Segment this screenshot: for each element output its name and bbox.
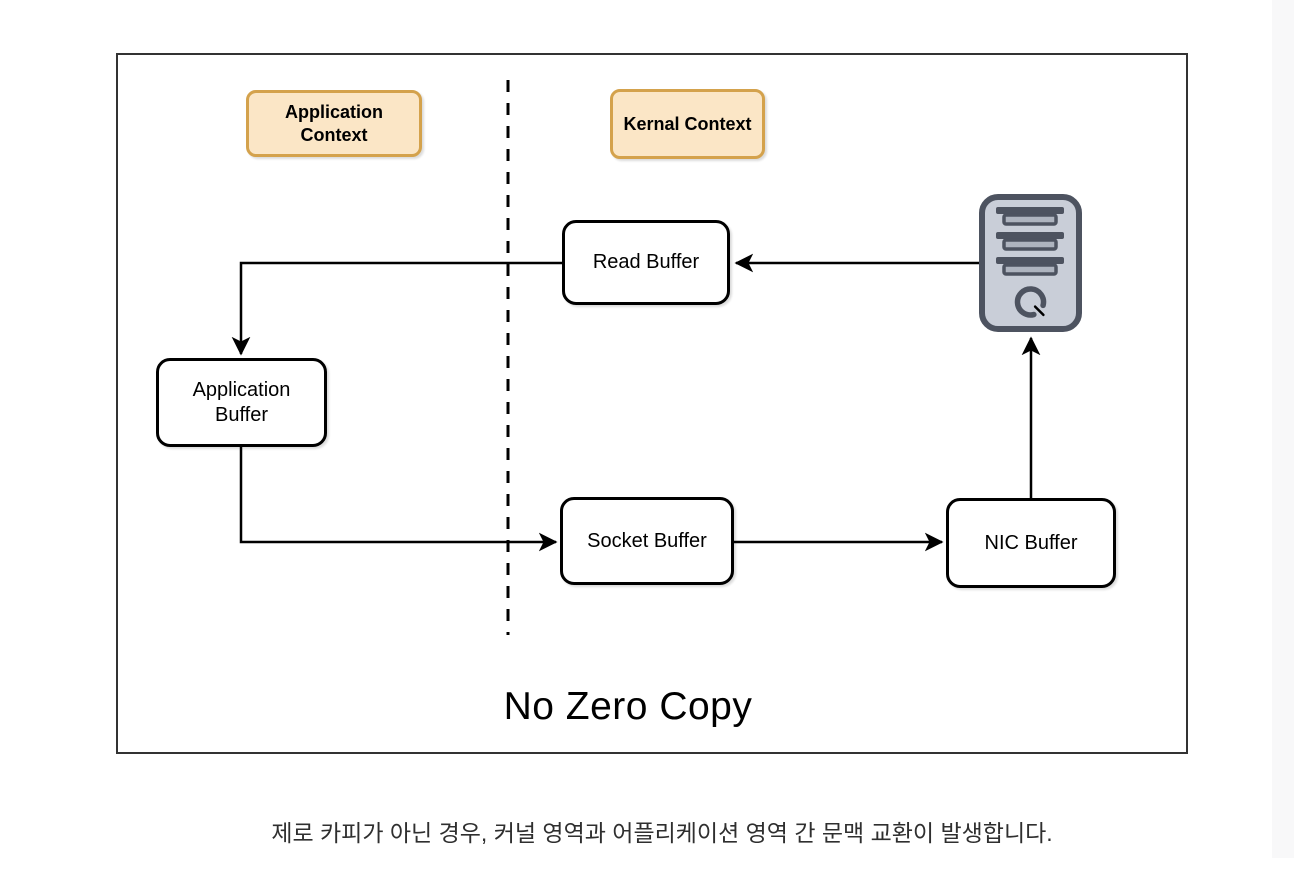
arrow-read-buffer-to-application-buffer <box>231 261 562 356</box>
server-icon <box>979 194 1082 332</box>
server-drive-bay-icon <box>996 207 1064 226</box>
application-context-label: Application Context <box>246 90 422 157</box>
page-edge-strip <box>1272 0 1294 858</box>
application-buffer-label: Application Buffer <box>192 378 291 426</box>
power-button-icon <box>1014 286 1047 318</box>
server-drive-bay-icon <box>996 232 1064 251</box>
diagram-title: No Zero Copy <box>503 685 753 728</box>
node-socket-buffer: Socket Buffer <box>560 497 734 585</box>
node-application-buffer: Application Buffer <box>156 358 327 447</box>
diagram-frame: Application Context Kernal Context Read … <box>116 53 1188 754</box>
application-context-text: Application Context <box>285 102 383 145</box>
kernal-context-label: Kernal Context <box>610 89 765 159</box>
node-read-buffer: Read Buffer <box>562 220 730 305</box>
server-drive-bay-icon <box>996 257 1064 276</box>
caption-text: 제로 카피가 아닌 경우, 커널 영역과 어플리케이션 영역 간 문맥 교환이 … <box>271 820 1053 846</box>
read-buffer-label: Read Buffer <box>592 251 700 273</box>
socket-buffer-label: Socket Buffer <box>587 529 707 552</box>
kernal-context-text: Kernal Context <box>623 113 752 134</box>
arrow-application-buffer-to-socket-buffer <box>239 447 558 552</box>
node-nic-buffer: NIC Buffer <box>946 498 1116 588</box>
connector-layer <box>231 80 1082 635</box>
nic-buffer-label: NIC Buffer <box>984 531 1078 554</box>
